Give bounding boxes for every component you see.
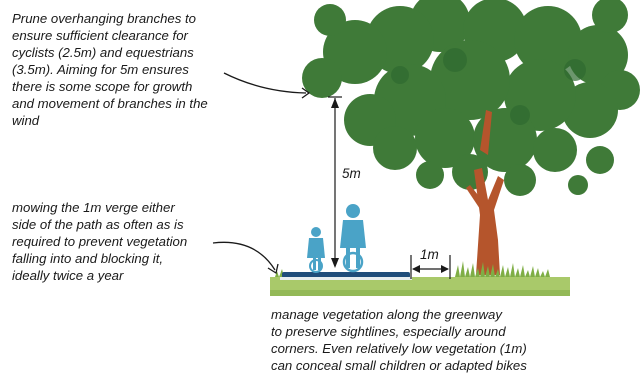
pruning-annotation: Prune overhanging branches to ensure suf…	[12, 11, 208, 128]
clearance-label: 5m	[342, 166, 361, 181]
clearance-dimension-line	[328, 96, 342, 268]
sightlines-annotation: manage vegetation along the greenway to …	[271, 307, 527, 373]
verge-dimension-line	[410, 255, 451, 279]
adult-cyclist	[340, 204, 366, 273]
mowing-annotation: mowing the 1m verge either side of the p…	[12, 200, 188, 283]
leader-lines	[212, 72, 311, 275]
tree-trunk	[466, 110, 504, 275]
path-surface	[280, 272, 412, 280]
verge-label: 1m	[420, 247, 439, 262]
ground	[270, 261, 570, 296]
child-cyclist	[307, 227, 325, 273]
